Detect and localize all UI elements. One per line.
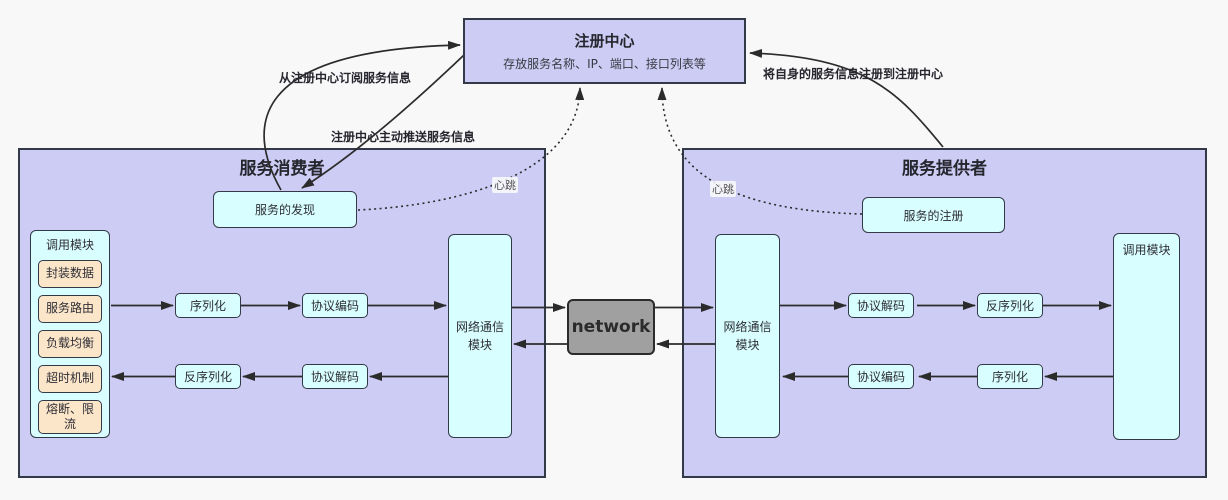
network-node: network: [567, 299, 655, 355]
consumer-encode-node: 协议编码: [302, 293, 368, 318]
provider-call-module: 调用模块: [1113, 233, 1180, 440]
chip-encapsulate-data: 封装数据: [38, 259, 102, 288]
provider-serialize-node: 序列化: [977, 364, 1043, 389]
consumer-call-module: 调用模块 封装数据 服务路由 负载均衡 超时机制 熔断、限流: [30, 230, 110, 438]
label-subscribe: 从注册中心订阅服务信息: [279, 71, 412, 85]
chip-timeout-mechanism: 超时机制: [38, 364, 102, 393]
provider-encode-node: 协议编码: [848, 364, 914, 389]
edge-heartbeat-right-curve: [657, 87, 863, 215]
chip-service-routing: 服务路由: [38, 294, 102, 323]
consumer-decode-node: 协议解码: [302, 364, 368, 389]
consumer-deserialize-node: 反序列化: [175, 364, 241, 389]
registry-title: 注册中心: [574, 32, 635, 50]
label-heartbeat-left: 心跳: [492, 177, 518, 193]
service-register-node: 服务的注册: [862, 197, 1005, 233]
label-register-info: 将自身的服务信息注册到注册中心: [763, 67, 944, 81]
provider-title: 服务提供者: [902, 159, 987, 179]
service-discovery-node: 服务的发现: [213, 191, 357, 228]
consumer-title: 服务消费者: [239, 159, 325, 179]
edge-push-curve: [301, 54, 465, 189]
registry-subtitle: 存放服务名称、IP、端口、接口列表等: [503, 57, 706, 71]
label-heartbeat-right: 心跳: [710, 181, 736, 197]
edge-register-curve: [749, 48, 944, 148]
edge-heartbeat-left-curve: [357, 87, 585, 211]
provider-net-module: 网络通信模块: [715, 234, 780, 438]
consumer-serialize-node: 序列化: [175, 293, 241, 318]
provider-call-module-title: 调用模块: [1122, 243, 1171, 257]
chip-circuit-break-limit: 熔断、限流: [38, 399, 102, 434]
chip-load-balancing: 负载均衡: [38, 329, 102, 358]
provider-decode-node: 协议解码: [848, 293, 914, 318]
registry-center-box: 注册中心 存放服务名称、IP、端口、接口列表等: [463, 18, 746, 84]
provider-deserialize-node: 反序列化: [977, 293, 1043, 318]
edge-subscribe-curve: [263, 40, 461, 191]
consumer-net-module: 网络通信模块: [448, 234, 512, 438]
label-push: 注册中心主动推送服务信息: [331, 130, 476, 144]
consumer-call-module-title: 调用模块: [45, 238, 94, 252]
